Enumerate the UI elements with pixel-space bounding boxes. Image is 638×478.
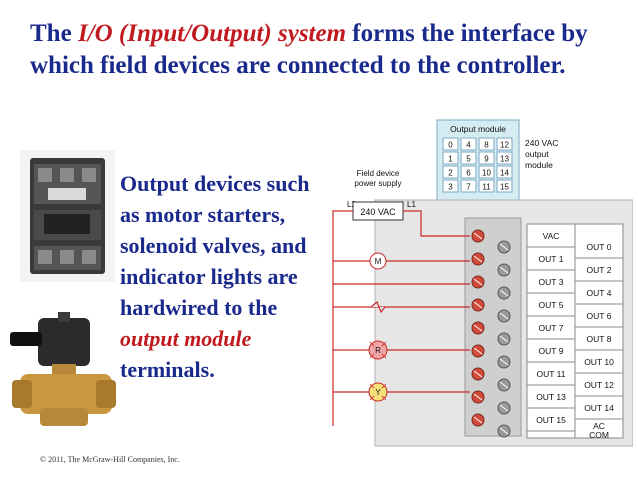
title-highlight: I/O (Input/Output) system (77, 20, 347, 47)
title-part1: The (30, 20, 78, 47)
led-indicator (478, 151, 495, 165)
supply-voltage: 240 VAC (360, 207, 396, 217)
motor-device: M (369, 252, 387, 270)
led-indicator (478, 165, 495, 179)
left-terminal-label: OUT 5 (539, 300, 564, 310)
left-terminal-label: OUT 1 (539, 254, 564, 264)
led-indicator (442, 165, 459, 179)
yellow-indicator-light: Y (368, 382, 388, 402)
led-indicator (460, 165, 477, 179)
led-number: 10 (482, 169, 491, 178)
title-part2: forms the interface by which field devic… (30, 20, 588, 79)
left-terminal-label: OUT 13 (536, 392, 566, 402)
body-part1: Output devices such as motor starters, s… (120, 171, 310, 320)
motor-starter-photo (20, 150, 115, 282)
left-terminal-label: OUT 7 (539, 323, 564, 333)
led-indicator (496, 137, 513, 151)
svg-text:M: M (375, 257, 382, 266)
led-indicator (496, 165, 513, 179)
led-number: 4 (466, 141, 471, 150)
right-terminal-label: OUT 6 (587, 311, 612, 321)
led-number: 2 (448, 169, 453, 178)
left-terminal-label: VAC (543, 231, 560, 241)
led-indicator (460, 151, 477, 165)
led-number: 11 (482, 183, 491, 192)
right-terminal-label: OUT 12 (584, 380, 614, 390)
solenoid-symbol (370, 301, 386, 314)
led-indicator (496, 151, 513, 165)
led-number: 14 (500, 169, 509, 178)
led-number: 12 (500, 141, 509, 150)
led-indicator (496, 179, 513, 193)
led-number: 0 (448, 141, 453, 150)
field-wiring (332, 210, 470, 426)
slide-body-text: Output devices such as motor starters, s… (120, 168, 320, 385)
red-indicator-light: R (368, 340, 388, 360)
led-indicator (460, 179, 477, 193)
terminal-labels: VAC OUT 1 OUT 3 OUT 5 OUT 7 OUT 9 OUT 11 OUT 13… (527, 231, 623, 440)
right-terminal-label: OUT 10 (584, 357, 614, 367)
slide-title: The I/O (Input/Output) system forms the … (30, 18, 630, 82)
left-terminal-label: OUT 3 (539, 277, 564, 287)
led-number: 3 (448, 183, 453, 192)
led-indicator (442, 151, 459, 165)
svg-text:R: R (375, 346, 381, 355)
terminal-screws (471, 229, 511, 438)
led-number: 13 (500, 155, 509, 164)
l2-label: L2 (347, 200, 356, 209)
right-terminal-label: OUT 14 (584, 403, 614, 413)
module-title: Output module (450, 124, 506, 134)
solenoid-valve-photo (10, 312, 118, 432)
right-terminal-label: OUT 0 (587, 242, 612, 252)
led-number: 1 (448, 155, 453, 164)
left-terminal-label: OUT 9 (539, 346, 564, 356)
led-number: 9 (484, 155, 489, 164)
led-number: 7 (466, 183, 471, 192)
copyright-footer: © 2011, The McGraw-Hill Companies, Inc. (40, 455, 180, 464)
led-indicator (442, 179, 459, 193)
led-number: 6 (466, 169, 471, 178)
body-highlight: output module (120, 326, 252, 351)
led-number: 8 (484, 141, 489, 150)
led-indicator (478, 137, 495, 151)
led-indicator (478, 179, 495, 193)
led-number: 15 (500, 183, 509, 192)
led-indicator (460, 137, 477, 151)
right-terminal-label: OUT 2 (587, 265, 612, 275)
l1-label: L1 (407, 200, 416, 209)
right-terminal-label: OUT 4 (587, 288, 612, 298)
left-terminal-label: OUT 11 (537, 369, 566, 379)
right-terminal-label: OUT 8 (587, 334, 612, 344)
left-terminal-label: OUT 15 (536, 415, 566, 425)
svg-text:Y: Y (375, 388, 381, 397)
body-part2: terminals. (120, 357, 215, 382)
led-number: 5 (466, 155, 471, 164)
led-indicator (442, 137, 459, 151)
